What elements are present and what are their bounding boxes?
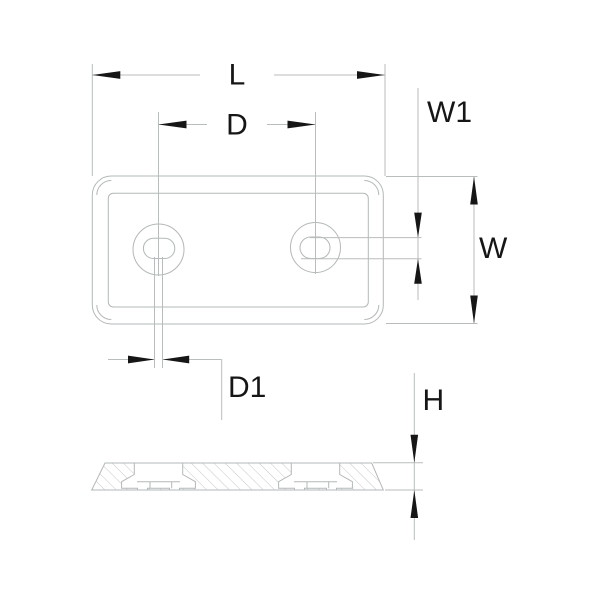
dimension-L-label: L [229, 59, 246, 92]
H-arrow-top [410, 434, 419, 463]
dimension-L: L [91, 59, 386, 176]
W1-arrow-bottom [414, 258, 422, 284]
W-arrow-bottom [470, 295, 478, 324]
W1-arrow-top [414, 212, 422, 238]
dimension-H-label: H [423, 384, 445, 417]
dimension-H: H [373, 373, 444, 540]
plate-outer-outline [91, 175, 384, 325]
L-arrow-left [92, 71, 121, 79]
L-arrow-right [357, 71, 385, 79]
dimension-D1-label: D1 [228, 371, 266, 404]
plate-top-view [91, 112, 384, 325]
dimension-D1: D1 [108, 257, 266, 420]
H-arrow-bottom [410, 490, 419, 518]
D1-arrow-left [128, 355, 155, 364]
dimension-W1: W1 [301, 88, 472, 300]
section-right-hole-cutout [278, 462, 353, 491]
section-view [90, 462, 385, 491]
dimension-D-label: D [226, 109, 248, 142]
section-left-hole-cutout [121, 462, 196, 491]
corner-arc-bottom-right [364, 304, 380, 320]
dimension-W: W [386, 176, 508, 324]
corner-arc-top-right [364, 180, 380, 196]
corner-arc-top-left [96, 180, 112, 196]
dimension-W-label: W [479, 232, 508, 265]
dimension-D: D [158, 109, 316, 142]
W-arrow-top [470, 176, 478, 205]
D-arrow-left [158, 120, 187, 129]
D1-arrow-right [162, 355, 190, 364]
D-arrow-right [287, 120, 316, 129]
left-slot [142, 237, 176, 260]
corner-arc-bottom-left [96, 304, 112, 320]
plate-inner-outline [107, 192, 369, 308]
dimension-W1-label: W1 [427, 96, 472, 129]
